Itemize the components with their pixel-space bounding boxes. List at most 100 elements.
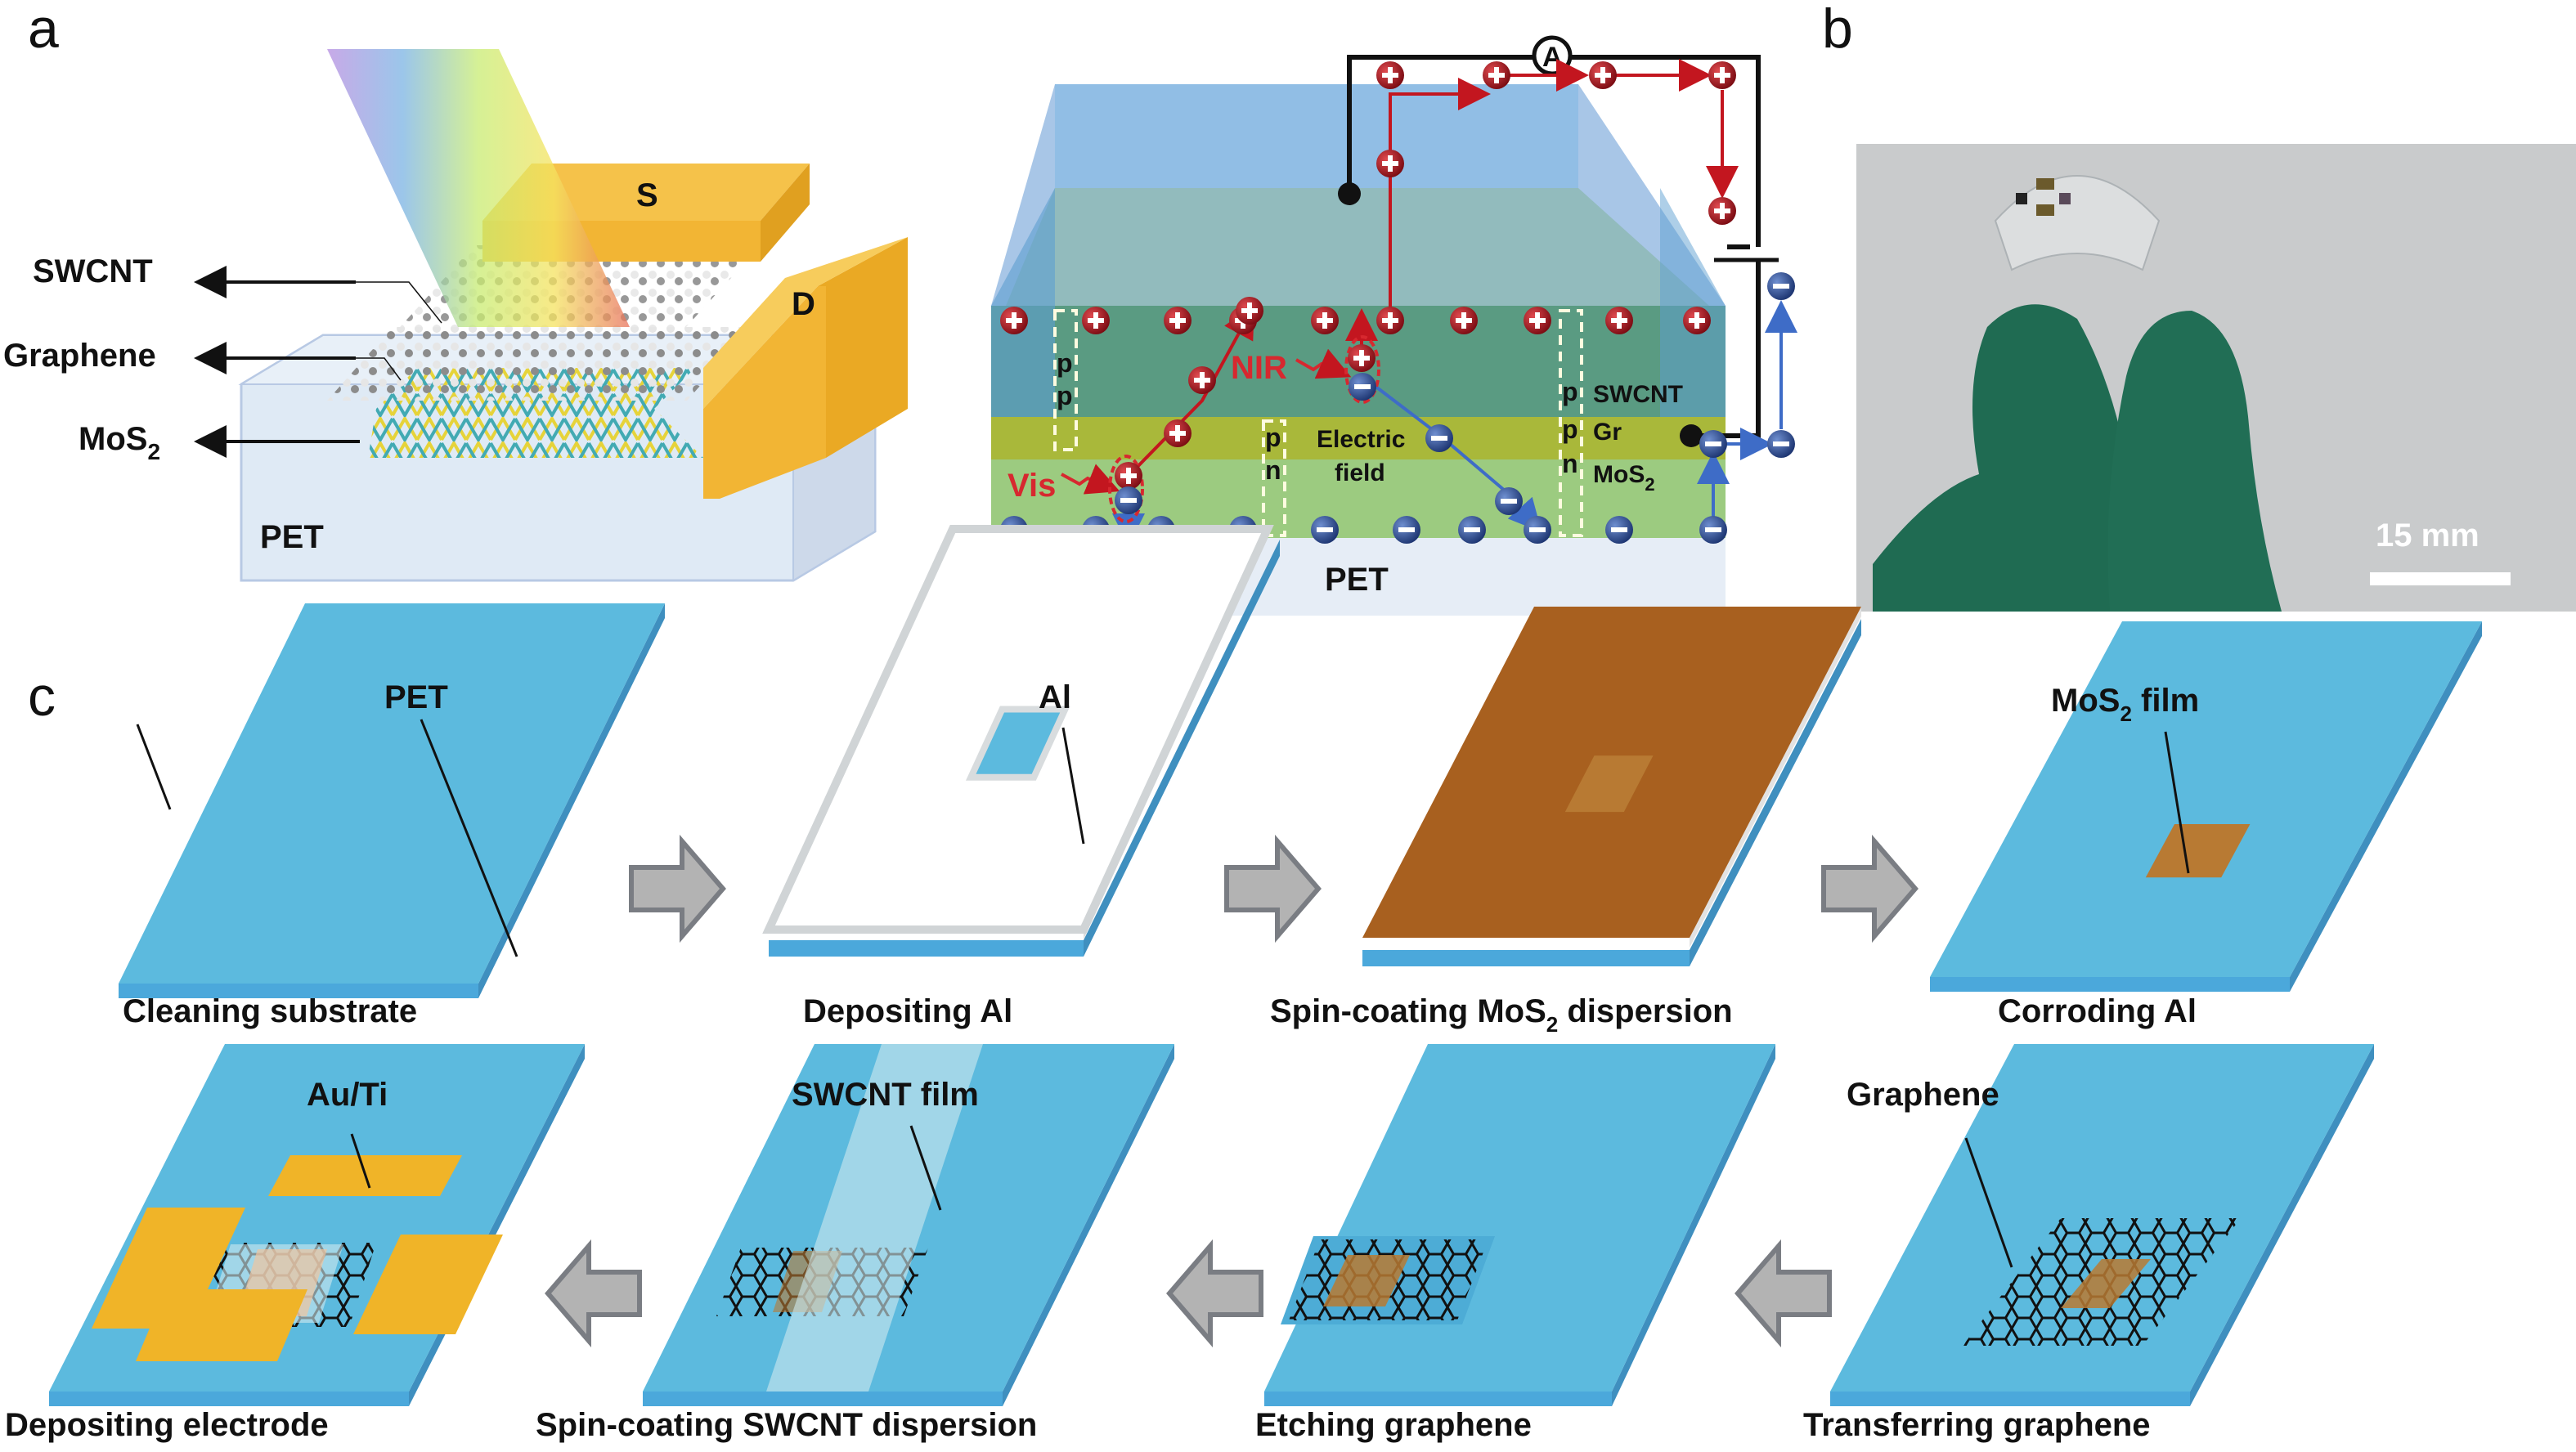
hole-icon [1483, 61, 1510, 89]
hole-icon [1115, 462, 1142, 490]
caption-step-3-sub: 2 [1546, 1012, 1558, 1037]
source-label: S [636, 177, 658, 213]
electron-icon [1767, 272, 1795, 300]
device-pad-2 [2036, 204, 2054, 216]
caption-step-3: Spin-coating MoS2 dispersion [1270, 993, 1733, 1037]
hole-icon [1450, 307, 1478, 334]
electron-icon [1311, 516, 1339, 544]
callout-au-ti: Au/Ti [307, 1077, 388, 1113]
hole-icon [1164, 307, 1192, 334]
charge-bar-vertical [1175, 425, 1180, 441]
drain-electrode-top [703, 237, 908, 409]
ammeter-label: A [1542, 42, 1563, 73]
contact-dot-swcnt [1338, 182, 1361, 205]
hole-icon [1236, 297, 1263, 325]
right-gloved-finger [2107, 311, 2282, 612]
drain-label: D [792, 286, 815, 322]
electron-icon [1767, 430, 1795, 458]
pet-under-mos2-front [1362, 950, 1690, 966]
callout-mos2-sub: 2 [2120, 701, 2131, 726]
doping-middle-1: p [1265, 423, 1281, 452]
flow-arrow-7-8 [545, 1239, 642, 1348]
swcnt-film-strip [766, 1044, 983, 1392]
slab-front-face [1830, 1392, 2190, 1406]
nir-exciton-highlight [1344, 335, 1380, 404]
flow-arrow-6-7 [1166, 1239, 1263, 1348]
charge-bar-vertical [1126, 468, 1131, 484]
slab-step-6-etched [1264, 1044, 1775, 1406]
panel-a-device-schematic: a PET S D SWCNT Graphene MoS2 [3, 0, 908, 582]
charge-bar-vertical [1461, 312, 1466, 329]
flow-arrow-3-4 [1821, 834, 1919, 943]
doping-middle-2: n [1265, 455, 1281, 485]
charge-bar [1611, 527, 1627, 532]
device-pad-4 [2059, 193, 2071, 204]
charge-bar-vertical [1494, 67, 1499, 83]
slab-front-face [643, 1392, 1003, 1406]
charge-bar [1464, 527, 1480, 532]
electron-icon [1458, 516, 1486, 544]
swcnt-label: SWCNT [33, 253, 153, 289]
light-beam [327, 49, 630, 327]
panel-letter-a: a [28, 0, 59, 60]
callout-al-leader-line [1061, 727, 1085, 845]
callout-mos2-film: MoS2 film [2051, 683, 2199, 726]
electron-icon [1524, 516, 1551, 544]
electron-icon [1605, 516, 1633, 544]
top-block-inner-face [1006, 188, 1709, 306]
hole-icon [1708, 61, 1736, 89]
pet-label: PET [260, 519, 324, 555]
hole-icon [1605, 307, 1633, 334]
graphene-label: Graphene [3, 338, 156, 374]
doping-left-1: p [1057, 348, 1073, 378]
charge-bar [1431, 436, 1447, 441]
caption-step-7: Spin-coating SWCNT dispersion [536, 1407, 1037, 1443]
caption-step-3-post: dispersion [1558, 993, 1732, 1029]
callout-graphene: Graphene [1847, 1077, 1999, 1113]
charge-bar [1354, 384, 1371, 389]
caption-step-5: Transferring graphene [1803, 1407, 2151, 1443]
charge-bar [1773, 284, 1789, 289]
charge-bar [1120, 498, 1137, 503]
electron-icon [1425, 424, 1453, 452]
electrode-pad-right [353, 1235, 503, 1334]
charge-bar-vertical [1200, 372, 1205, 388]
caption-step-1: Cleaning substrate [123, 993, 417, 1029]
mos2-center-patch [1564, 755, 1654, 813]
caption-step-2: Depositing Al [803, 993, 1012, 1029]
band-gr-label: Gr [1593, 419, 1622, 446]
caption-step-6: Etching graphene [1255, 1407, 1532, 1443]
vis-hole-drift [1127, 304, 1254, 477]
charge-bar [1529, 527, 1546, 532]
slab-top-face [119, 603, 665, 984]
hole-icon [1311, 307, 1339, 334]
top-block-back-face [1055, 84, 1578, 188]
slab-side-face [1003, 1044, 1174, 1406]
scale-bar [2370, 572, 2511, 585]
swcnt-leader [356, 281, 442, 324]
slab-step-3-mos2 [1362, 607, 1861, 966]
process-slabs [49, 525, 2482, 1406]
slab-side-face [1690, 607, 1861, 948]
flow-arrow-2-3 [1224, 834, 1322, 943]
slab-side-face [2190, 1044, 2374, 1406]
scale-bar-label: 15 mm [2376, 518, 2480, 553]
electron-icon [1349, 373, 1376, 401]
device-pad-3 [2016, 193, 2027, 204]
charge-bar [1501, 499, 1517, 504]
hole-icon [1376, 307, 1404, 334]
doping-right-3: n [1562, 449, 1578, 478]
holes-group [1000, 61, 1736, 490]
electron-drift-path [1362, 376, 1542, 532]
slab-side-face [478, 603, 665, 998]
charge-bar-vertical [1012, 312, 1016, 329]
caption-step-4: Corroding Al [1998, 993, 2197, 1029]
right-side-face [1660, 188, 1726, 417]
callout-pet: PET [384, 679, 448, 715]
band-mos2-sub: 2 [1645, 474, 1654, 495]
slab-step-8-electrode [49, 1044, 585, 1406]
charge-bar-vertical [1535, 312, 1540, 329]
mos2-label-subscript: 2 [147, 439, 160, 464]
mos2-label: MoS2 [79, 421, 160, 464]
